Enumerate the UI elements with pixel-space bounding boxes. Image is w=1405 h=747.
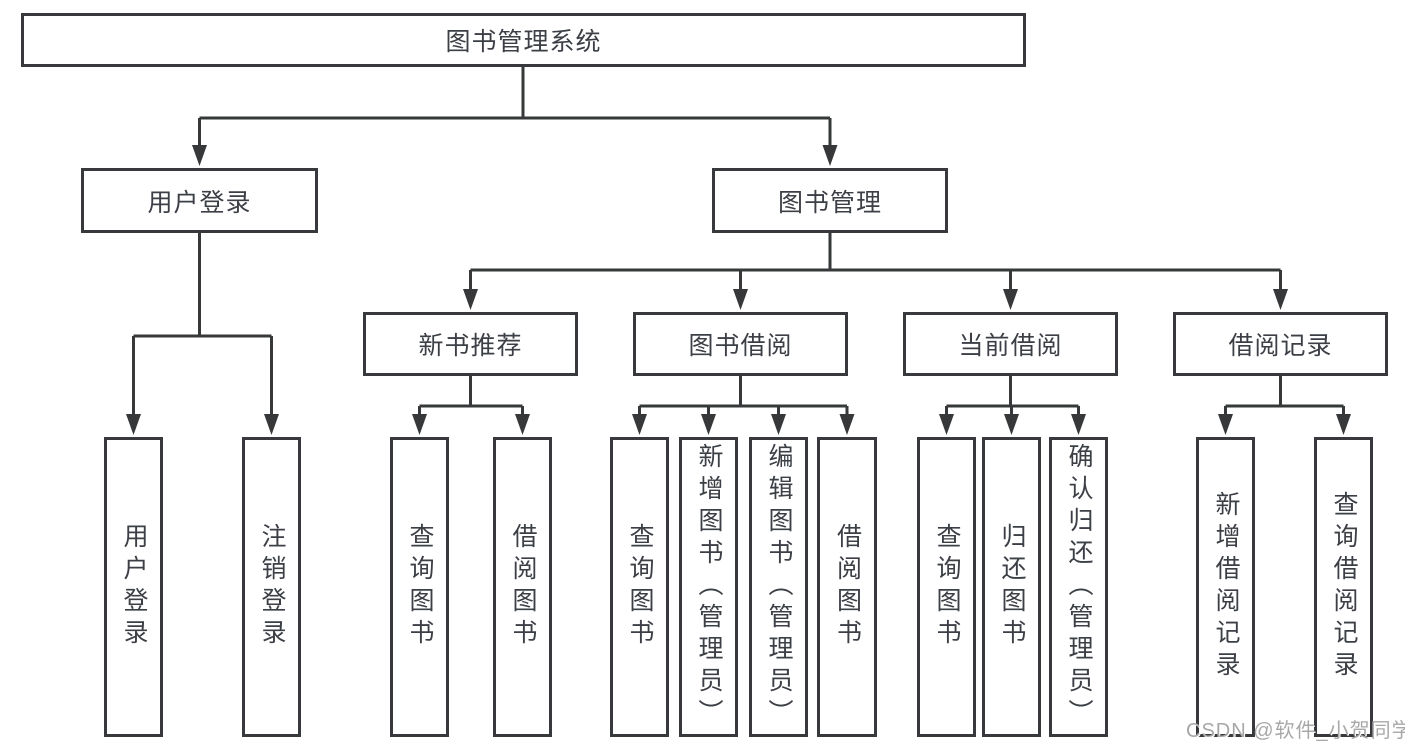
- arrowhead-icon: [771, 414, 786, 435]
- leaf-query-books-current: 查询图书: [917, 437, 976, 737]
- node-library-system: 图书管理系统: [21, 13, 1026, 67]
- arrowhead-icon: [1218, 414, 1233, 435]
- node-label: 新书推荐: [418, 332, 523, 360]
- node-current-borrowing: 当前借阅: [903, 312, 1118, 376]
- arrowhead-icon: [412, 414, 427, 435]
- arrowhead-icon: [1071, 414, 1086, 435]
- leaf-edit-book-admin: 编辑图书（管理员）: [749, 437, 808, 737]
- arrowhead-icon: [632, 414, 647, 435]
- leaf-query-books-borrowing: 查询图书: [610, 437, 669, 737]
- node-user-login: 用户登录: [81, 168, 318, 233]
- node-label: 用户登录: [147, 188, 252, 217]
- node-label: 查询图书: [626, 523, 654, 651]
- leaf-user-login: 用户登录: [104, 437, 163, 737]
- arrowhead-icon: [192, 145, 207, 166]
- csdn-watermark: CSDN @软件_小贺同学: [1186, 720, 1405, 742]
- leaf-query-borrowing-record: 查询借阅记录: [1314, 437, 1373, 737]
- leaf-borrow-books-recommend: 借阅图书: [493, 437, 552, 737]
- node-label: 借阅图书: [509, 523, 537, 651]
- node-label: 归还图书: [998, 523, 1026, 651]
- node-label: 图书管理系统: [445, 28, 602, 56]
- leaf-borrow-books-borrowing: 借阅图书: [817, 437, 877, 737]
- leaf-add-book-admin: 新增图书（管理员）: [679, 437, 738, 737]
- node-label: 借阅记录: [1228, 332, 1333, 360]
- node-label: 编辑图书（管理员）: [765, 443, 793, 731]
- arrowhead-icon: [701, 414, 716, 435]
- leaf-return-books: 归还图书: [982, 437, 1041, 737]
- node-new-book-recommendation: 新书推荐: [363, 312, 578, 376]
- arrowhead-icon: [1004, 414, 1019, 435]
- node-book-borrowing: 图书借阅: [633, 312, 848, 376]
- node-label: 查询借阅记录: [1330, 491, 1358, 683]
- arrowhead-icon: [839, 414, 855, 435]
- node-label: 借阅图书: [833, 523, 862, 651]
- leaf-confirm-return-admin: 确认归还（管理员）: [1049, 437, 1108, 737]
- node-label: 当前借阅: [958, 332, 1063, 360]
- node-label: 查询图书: [933, 523, 961, 651]
- node-label: 图书借阅: [688, 332, 793, 360]
- node-label: 新增图书（管理员）: [695, 443, 723, 731]
- arrowhead-icon: [939, 414, 954, 435]
- arrowhead-icon: [515, 414, 530, 435]
- leaf-logout: 注销登录: [242, 437, 301, 737]
- leaf-add-borrowing-record: 新增借阅记录: [1196, 437, 1255, 737]
- leaf-query-books-recommend: 查询图书: [390, 437, 449, 737]
- node-label: 新增借阅记录: [1212, 491, 1240, 683]
- node-label: 查询图书: [406, 523, 434, 651]
- arrowhead-icon: [1273, 289, 1288, 310]
- node-book-management: 图书管理: [712, 168, 948, 233]
- arrowhead-icon: [1336, 414, 1351, 435]
- arrowhead-icon: [1003, 289, 1018, 310]
- arrowhead-icon: [463, 289, 478, 310]
- arrowhead-icon: [822, 145, 838, 166]
- node-label: 图书管理: [777, 188, 882, 217]
- node-label: 注销登录: [258, 523, 286, 651]
- arrowhead-icon: [733, 289, 748, 310]
- node-borrowing-records: 借阅记录: [1173, 312, 1388, 376]
- arrowhead-icon: [264, 414, 279, 435]
- node-label: 确认归还（管理员）: [1065, 443, 1093, 731]
- arrowhead-icon: [126, 414, 141, 435]
- node-label: 用户登录: [120, 523, 148, 651]
